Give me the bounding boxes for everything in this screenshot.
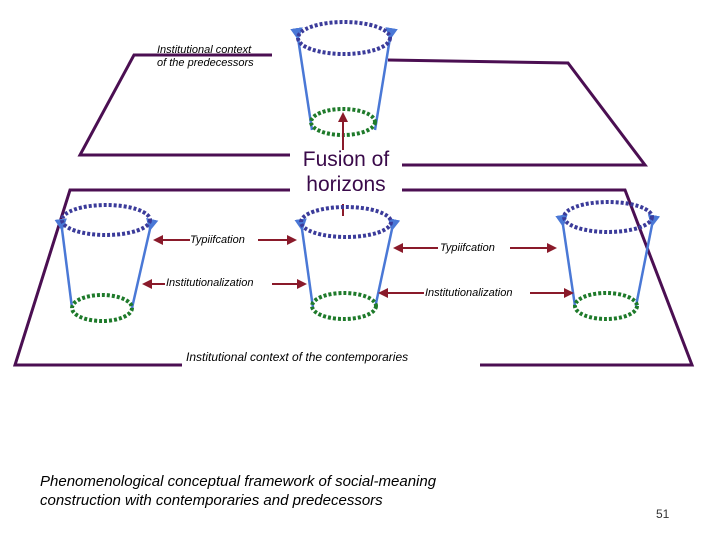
cup-middle [294, 205, 401, 321]
institutionalization-arrows [142, 279, 574, 298]
predecessors-frame [77, 53, 649, 167]
fusion-of-horizons-label: Fusion of horizons [302, 148, 390, 196]
predecessors-context-label: Institutional context of the predecessor… [157, 44, 254, 69]
contemporaries-frame [12, 188, 695, 367]
slide-number: 51 [656, 507, 670, 521]
contemporaries-context-label: Institutional context of the contemporar… [186, 350, 409, 364]
institutionalization-right-label: Institutionalization [425, 287, 513, 299]
caption: Phenomenological conceptual framework of… [40, 473, 437, 509]
cup-left [54, 203, 159, 323]
typification-right-label: Typiifcation [440, 242, 495, 254]
typification-left-label: Typiifcation [190, 234, 245, 246]
institutionalization-left-label: Institutionalization [166, 277, 254, 289]
typification-arrows [153, 235, 557, 253]
cup-right [555, 200, 661, 321]
